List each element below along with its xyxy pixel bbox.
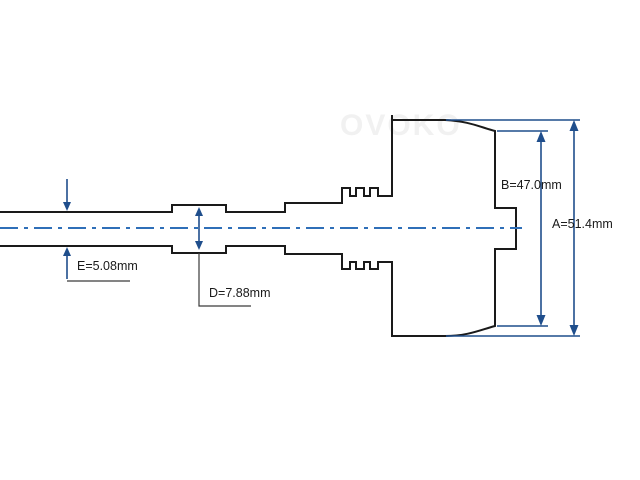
dimension-b-arrow-top — [536, 131, 546, 142]
dimension-a-arrow-top — [569, 120, 579, 131]
dimension-e-arrow-bottom — [63, 247, 71, 256]
watermark-text: OVOKO — [340, 109, 462, 142]
dimension-d-leader — [198, 253, 251, 307]
dimension-a-label: A=51.4mm — [552, 217, 613, 231]
dimension-a-arrow-bottom — [569, 325, 579, 336]
dimension-e-label: E=5.08mm — [77, 259, 138, 273]
dimension-b-label: B=47.0mm — [501, 178, 562, 192]
dimension-d-arrow-top — [195, 207, 203, 216]
dimension-d-label: D=7.88mm — [209, 286, 270, 300]
dimension-d-arrow-bottom — [195, 241, 203, 250]
dimension-e-arrow-top — [63, 202, 71, 211]
dimension-b-arrow-bottom — [536, 315, 546, 326]
